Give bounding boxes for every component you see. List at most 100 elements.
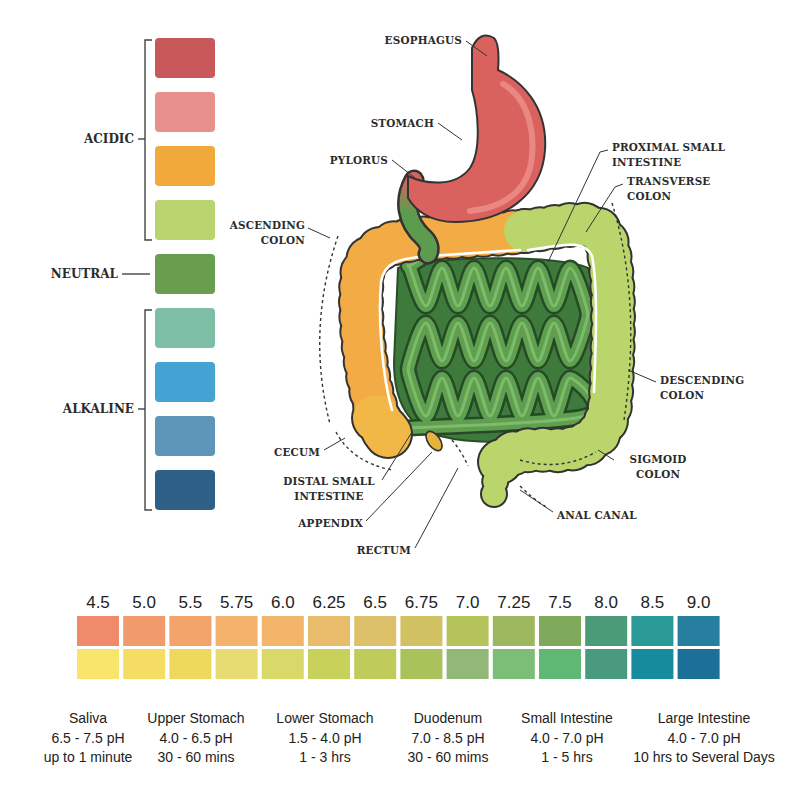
ph-color-box (585, 616, 627, 646)
ph-color-box (308, 616, 350, 646)
part-label: CECUM (274, 445, 320, 460)
ph-color-box (262, 616, 304, 646)
ph-key-swatch (155, 470, 215, 510)
ph-color-box (262, 649, 304, 679)
ph-value: 8.0 (594, 593, 618, 613)
ph-value: 7.0 (456, 593, 480, 613)
region-bracket (336, 432, 392, 470)
ph-color-box (354, 616, 396, 646)
appendix-shape (423, 429, 445, 454)
stage-info: 7.0 - 8.5 pH (411, 729, 484, 747)
legend-label: ALKALINE (63, 402, 134, 416)
region-bracket (452, 440, 468, 466)
part-label: SIGMOID COLON (618, 452, 698, 482)
ph-color-box (123, 649, 165, 679)
ph-key-swatch (155, 92, 215, 132)
stage-info: 1 - 5 hrs (541, 748, 592, 766)
part-label: DESCENDING COLON (660, 373, 760, 403)
stage-info: 1.5 - 4.0 pH (288, 729, 361, 747)
ph-value: 5.5 (179, 593, 203, 613)
intestine-tube (384, 254, 595, 428)
region-bracket (520, 486, 548, 508)
ph-color-box (77, 616, 119, 646)
ph-value: 4.5 (86, 593, 110, 613)
ph-color-box (400, 616, 442, 646)
region-bracket (612, 203, 631, 420)
stomach-shape (408, 36, 545, 222)
ph-color-box (77, 649, 119, 679)
stage-info: 1 - 3 hrs (299, 748, 350, 766)
intestine-tube (384, 254, 595, 428)
ph-key-swatch (155, 416, 215, 456)
key-bracket (145, 310, 152, 510)
part-label: ESOPHAGUS (385, 33, 462, 48)
stage-info: 30 - 60 mins (157, 748, 234, 766)
ph-key-swatch (155, 38, 215, 78)
ph-value: 7.25 (497, 593, 530, 613)
stage-info: 4.0 - 6.5 pH (159, 729, 232, 747)
part-label: APPENDIX (298, 516, 363, 531)
ph-color-box (493, 616, 535, 646)
ph-color-box (678, 616, 720, 646)
large-intestine (338, 202, 636, 508)
ph-color-box (539, 616, 581, 646)
ph-color-box (447, 616, 489, 646)
ph-color-box (216, 649, 258, 679)
ph-color-box (400, 649, 442, 679)
ph-color-box (308, 649, 350, 679)
ph-value: 5.0 (132, 593, 156, 613)
ph-value: 6.75 (405, 593, 438, 613)
ph-value: 8.5 (641, 593, 665, 613)
key-bracket (138, 408, 145, 409)
stage-info: Large Intestine (658, 709, 751, 727)
ph-key-swatch (155, 146, 215, 186)
ph-color-box (447, 649, 489, 679)
ph-color-box (631, 616, 673, 646)
leader-line (392, 160, 415, 178)
stage-info: 6.5 - 7.5 pH (51, 729, 124, 747)
ph-color-box (216, 616, 258, 646)
leader-line (382, 432, 412, 480)
stomach-highlight (470, 84, 532, 211)
leader-line (586, 184, 623, 232)
ph-color-box (169, 616, 211, 646)
leader-line (548, 150, 608, 262)
ph-color-box (123, 616, 165, 646)
small-intestine (384, 254, 598, 442)
ph-value: 6.0 (271, 593, 295, 613)
ph-color-box (493, 649, 535, 679)
key-bracket (145, 40, 152, 240)
ph-key-swatch (155, 200, 215, 240)
stage-info: 4.0 - 7.0 pH (667, 729, 740, 747)
ph-value: 9.0 (687, 593, 711, 613)
ph-key-swatch (155, 308, 215, 348)
stage-info: Duodenum (414, 709, 483, 727)
ph-color-box (169, 649, 211, 679)
leader-line (324, 438, 345, 450)
key-bracket (122, 273, 150, 274)
colon-highlight (380, 250, 520, 410)
key-bracket (138, 138, 145, 139)
intestine-tube (384, 254, 595, 428)
leader-line (598, 450, 614, 460)
part-label: TRANSVERSE COLON (627, 174, 727, 204)
stage-info: 10 hrs to Several Days (633, 748, 775, 766)
part-label: RECTUM (357, 543, 411, 558)
legend-swatch (155, 254, 215, 294)
legend-label: NEUTRAL (51, 267, 118, 281)
stage-info: up to 1 minute (44, 748, 133, 766)
part-label: PROXIMAL SMALL INTESTINE (612, 140, 742, 170)
ph-value: 7.5 (548, 593, 572, 613)
leader-line (520, 490, 553, 512)
region-bracket (320, 236, 338, 424)
stage-info: Small Intestine (521, 709, 613, 727)
ph-color-box (585, 649, 627, 679)
ph-color-box (539, 649, 581, 679)
part-label: ASCENDING COLON (213, 218, 305, 248)
ph-value: 5.75 (220, 593, 253, 613)
ph-color-box (678, 649, 720, 679)
leader-line (466, 41, 487, 56)
ph-value: 6.25 (312, 593, 345, 613)
leader-line (366, 452, 432, 521)
